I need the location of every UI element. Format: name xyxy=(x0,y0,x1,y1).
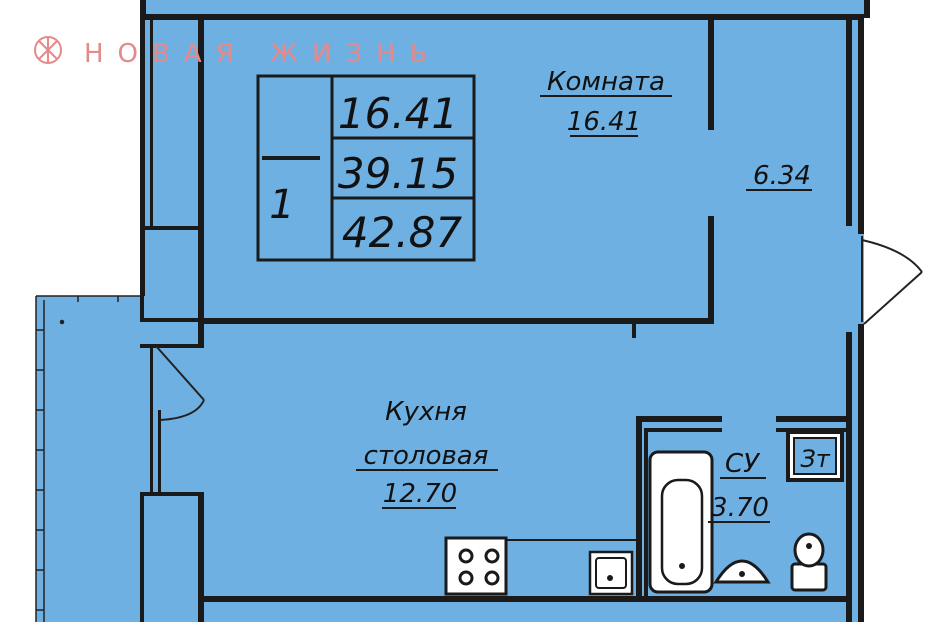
bathroom-name: СУ xyxy=(725,449,761,479)
rooms-count: 1 xyxy=(269,182,294,228)
kitchen-name-line1: Кухня xyxy=(385,397,467,427)
apartment-floor xyxy=(140,0,864,622)
riser-label: Зт xyxy=(800,445,830,473)
entrance-door xyxy=(861,236,923,325)
brand-name: НОВАЯ ЖИЗНЬ xyxy=(84,39,441,69)
stove-icon xyxy=(444,536,508,596)
living-area-value: 16.41 xyxy=(338,89,458,138)
kitchen-area: 12.70 xyxy=(383,479,457,509)
balcony-door xyxy=(155,345,205,421)
toilet-icon xyxy=(790,532,828,592)
snowflake-circle-icon xyxy=(34,36,62,64)
balcony-floor xyxy=(36,296,144,622)
room-area: 16.41 xyxy=(567,107,641,137)
total-with-balcony-value: 42.87 xyxy=(342,208,463,257)
hall-area: 6.34 xyxy=(753,161,811,191)
bathroom-area: 3.70 xyxy=(711,493,769,523)
washbasin-icon xyxy=(713,559,771,584)
total-area-value: 39.15 xyxy=(338,149,458,198)
area-summary-table xyxy=(256,74,476,262)
room-name: Комната xyxy=(547,67,665,97)
bathtub-icon xyxy=(648,450,714,594)
kitchen-sink-icon xyxy=(588,550,634,596)
kitchen-name-line2: столовая xyxy=(364,441,489,471)
riser-box xyxy=(786,430,844,482)
balcony-railing xyxy=(35,295,144,622)
